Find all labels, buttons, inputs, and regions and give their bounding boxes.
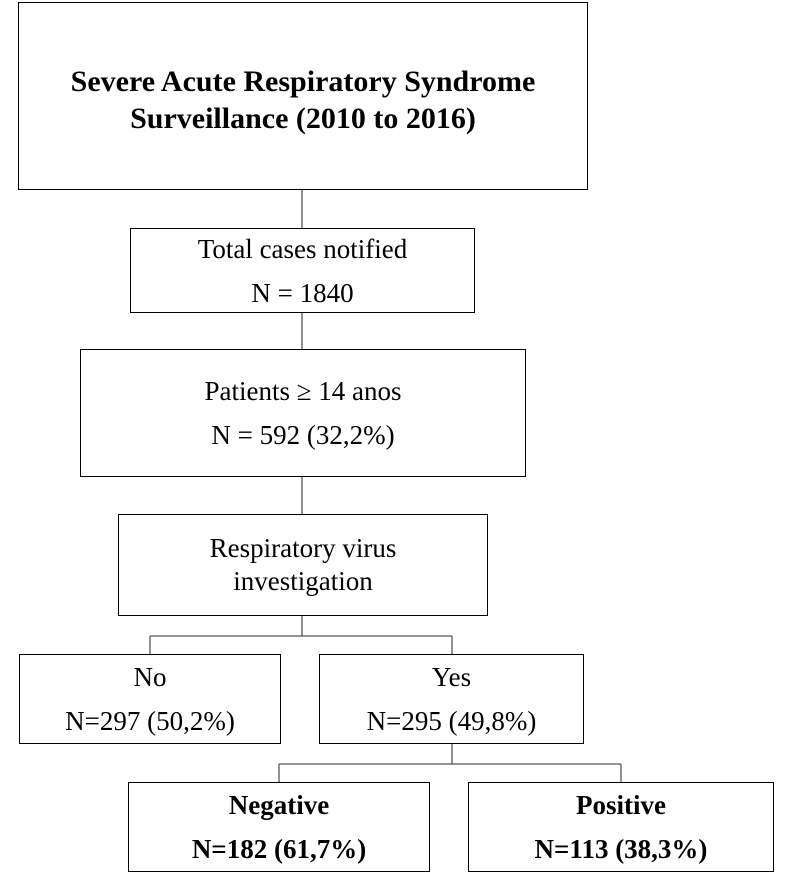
total-cases-count: N = 1840 (251, 277, 354, 308)
total-cases-box: Total cases notified N = 1840 (130, 228, 475, 313)
positive-count: N=113 (38,3%) (534, 834, 708, 864)
yes-count: N=295 (49,8%) (366, 706, 537, 736)
no-label: No (133, 662, 167, 692)
no-investigation-box: No N=297 (50,2%) (19, 654, 281, 744)
negative-label: Negative (228, 790, 330, 820)
no-count: N=297 (50,2%) (65, 706, 235, 736)
yes-label: Yes (431, 662, 472, 692)
virus-investigation-box: Respiratory virus investigation (118, 514, 488, 616)
positive-result-box: Positive N=113 (38,3%) (468, 782, 774, 872)
surveillance-title-box: Severe Acute Respiratory Syndrome Survei… (18, 2, 588, 190)
yes-investigation-box: Yes N=295 (49,8%) (319, 654, 584, 744)
title-line-1: Severe Acute Respiratory Syndrome (70, 65, 536, 98)
title-line-2: Surveillance (2010 to 2016) (130, 102, 476, 135)
total-cases-label: Total cases notified (197, 233, 408, 264)
positive-label: Positive (576, 790, 666, 820)
negative-count: N=182 (61,7%) (191, 834, 367, 864)
virus-investigation-line-1: Respiratory virus (209, 533, 397, 563)
adult-patients-count: N = 592 (32,2%) (211, 420, 395, 450)
negative-result-box: Negative N=182 (61,7%) (128, 782, 430, 872)
virus-investigation-line-2: investigation (233, 566, 373, 596)
adult-patients-label: Patients ≥ 14 anos (204, 376, 402, 406)
adult-patients-box: Patients ≥ 14 anos N = 592 (32,2%) (80, 349, 526, 477)
